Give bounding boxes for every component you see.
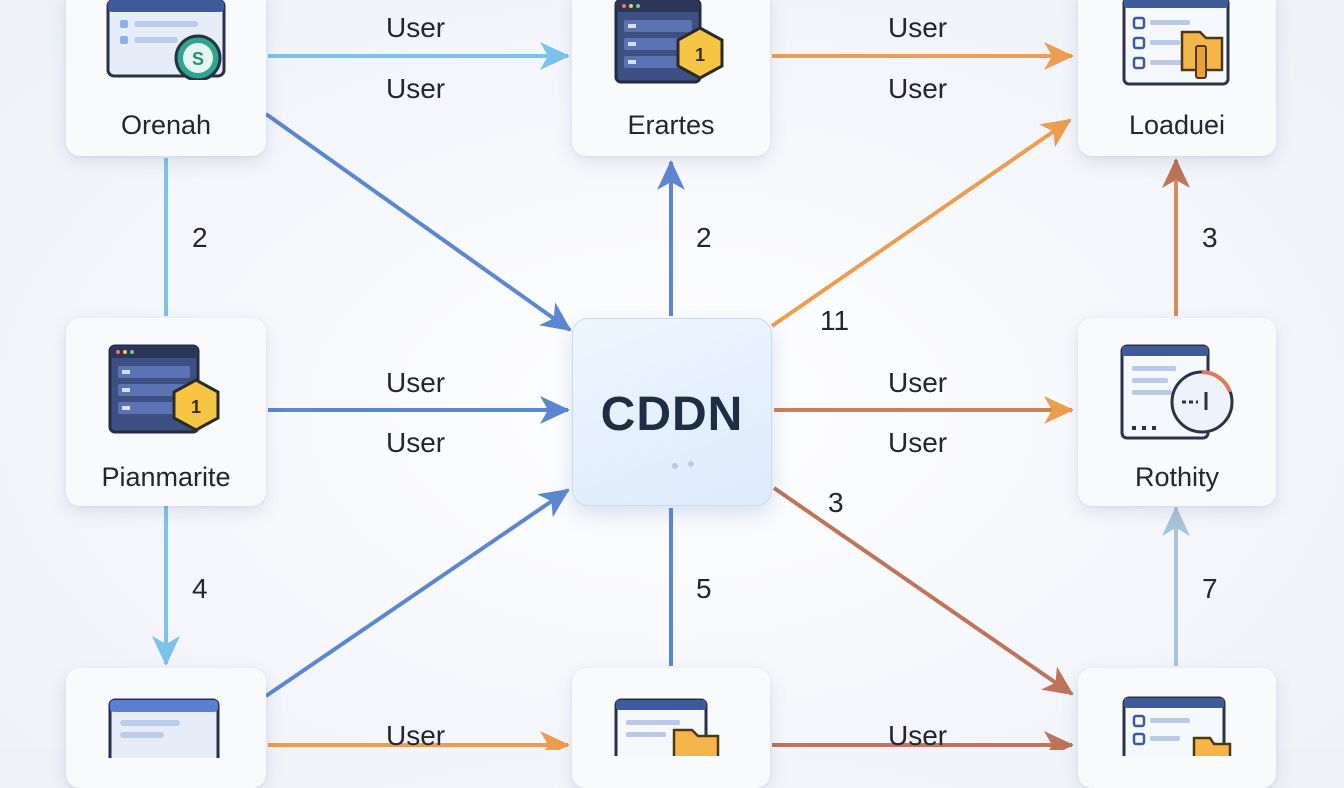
node-bottom-left[interactable] (66, 668, 266, 788)
node-top-right-label: Loaduei (1128, 110, 1226, 140)
hub-label: CDDN (600, 388, 744, 441)
edge-label-bottom-row-right: User (888, 720, 948, 751)
node-mid-left[interactable]: 1 Pianmarite (66, 318, 266, 506)
edge-label-diagonal-lower-right: 3 (828, 487, 844, 518)
node-bottom-center[interactable] (572, 668, 770, 788)
hub-dots-icon (672, 461, 694, 469)
edge-top-left-to-hub (264, 112, 572, 332)
edge-label-top-row-right-lower: User (888, 73, 948, 104)
node-top-left[interactable]: S Orenah (66, 0, 266, 156)
node-mid-right[interactable]: Rothity (1078, 318, 1276, 506)
edge-bottom-left-to-hub (264, 488, 570, 698)
flow-diagram (152, 42, 1190, 750)
document-clock-icon (1120, 344, 1234, 440)
node-top-center[interactable]: 1 Erartes (572, 0, 770, 156)
document-folder-icon (614, 698, 720, 756)
server-rack-hexagon-icon: 1 (614, 0, 724, 84)
checklist-folder-icon (1122, 0, 1230, 86)
svg-text:1: 1 (695, 45, 705, 65)
edge-label-mid-row-upper: User (386, 367, 446, 398)
edge-label-bottom-row: User (386, 720, 446, 751)
hub-node[interactable]: CDDN (572, 318, 772, 506)
edge-hub-to-top-right (770, 118, 1072, 328)
node-top-center-label: Erartes (627, 110, 715, 140)
edge-label-mid-row-right-upper: User (888, 367, 948, 398)
edge-label-left-lower: 4 (192, 573, 208, 604)
node-mid-right-label: Rothity (1134, 462, 1220, 492)
node-top-right[interactable]: Loaduei (1078, 0, 1276, 156)
svg-text:1: 1 (191, 397, 201, 417)
edge-label-mid-row-lower: User (386, 427, 446, 458)
node-bottom-right[interactable] (1078, 668, 1276, 788)
edge-hub-to-bottom-right (772, 486, 1074, 696)
edge-label-right-upper: 3 (1202, 222, 1218, 253)
checklist-window-icon (1122, 696, 1232, 756)
edge-label-center-lower: 5 (696, 573, 712, 604)
edge-label-top-row-right-upper: User (888, 12, 948, 43)
edge-label-mid-row-right-lower: User (888, 427, 948, 458)
edge-label-right-lower: 7 (1202, 573, 1218, 604)
svg-text:S: S (192, 49, 204, 69)
edge-label-left-upper: 2 (192, 222, 208, 253)
node-top-left-label: Orenah (120, 110, 212, 140)
node-mid-left-label: Pianmarite (101, 462, 231, 492)
edge-label-diagonal-upper-right: 11 (820, 305, 850, 336)
edge-label-top-row-lower: User (386, 73, 446, 104)
server-rack-hexagon-icon-mid: 1 (108, 344, 220, 434)
edge-label-center-upper: 2 (696, 222, 712, 253)
browser-window-icon (108, 698, 220, 758)
edge-label-top-row-upper: User (386, 12, 446, 43)
browser-window-badge-icon: S (106, 0, 226, 80)
